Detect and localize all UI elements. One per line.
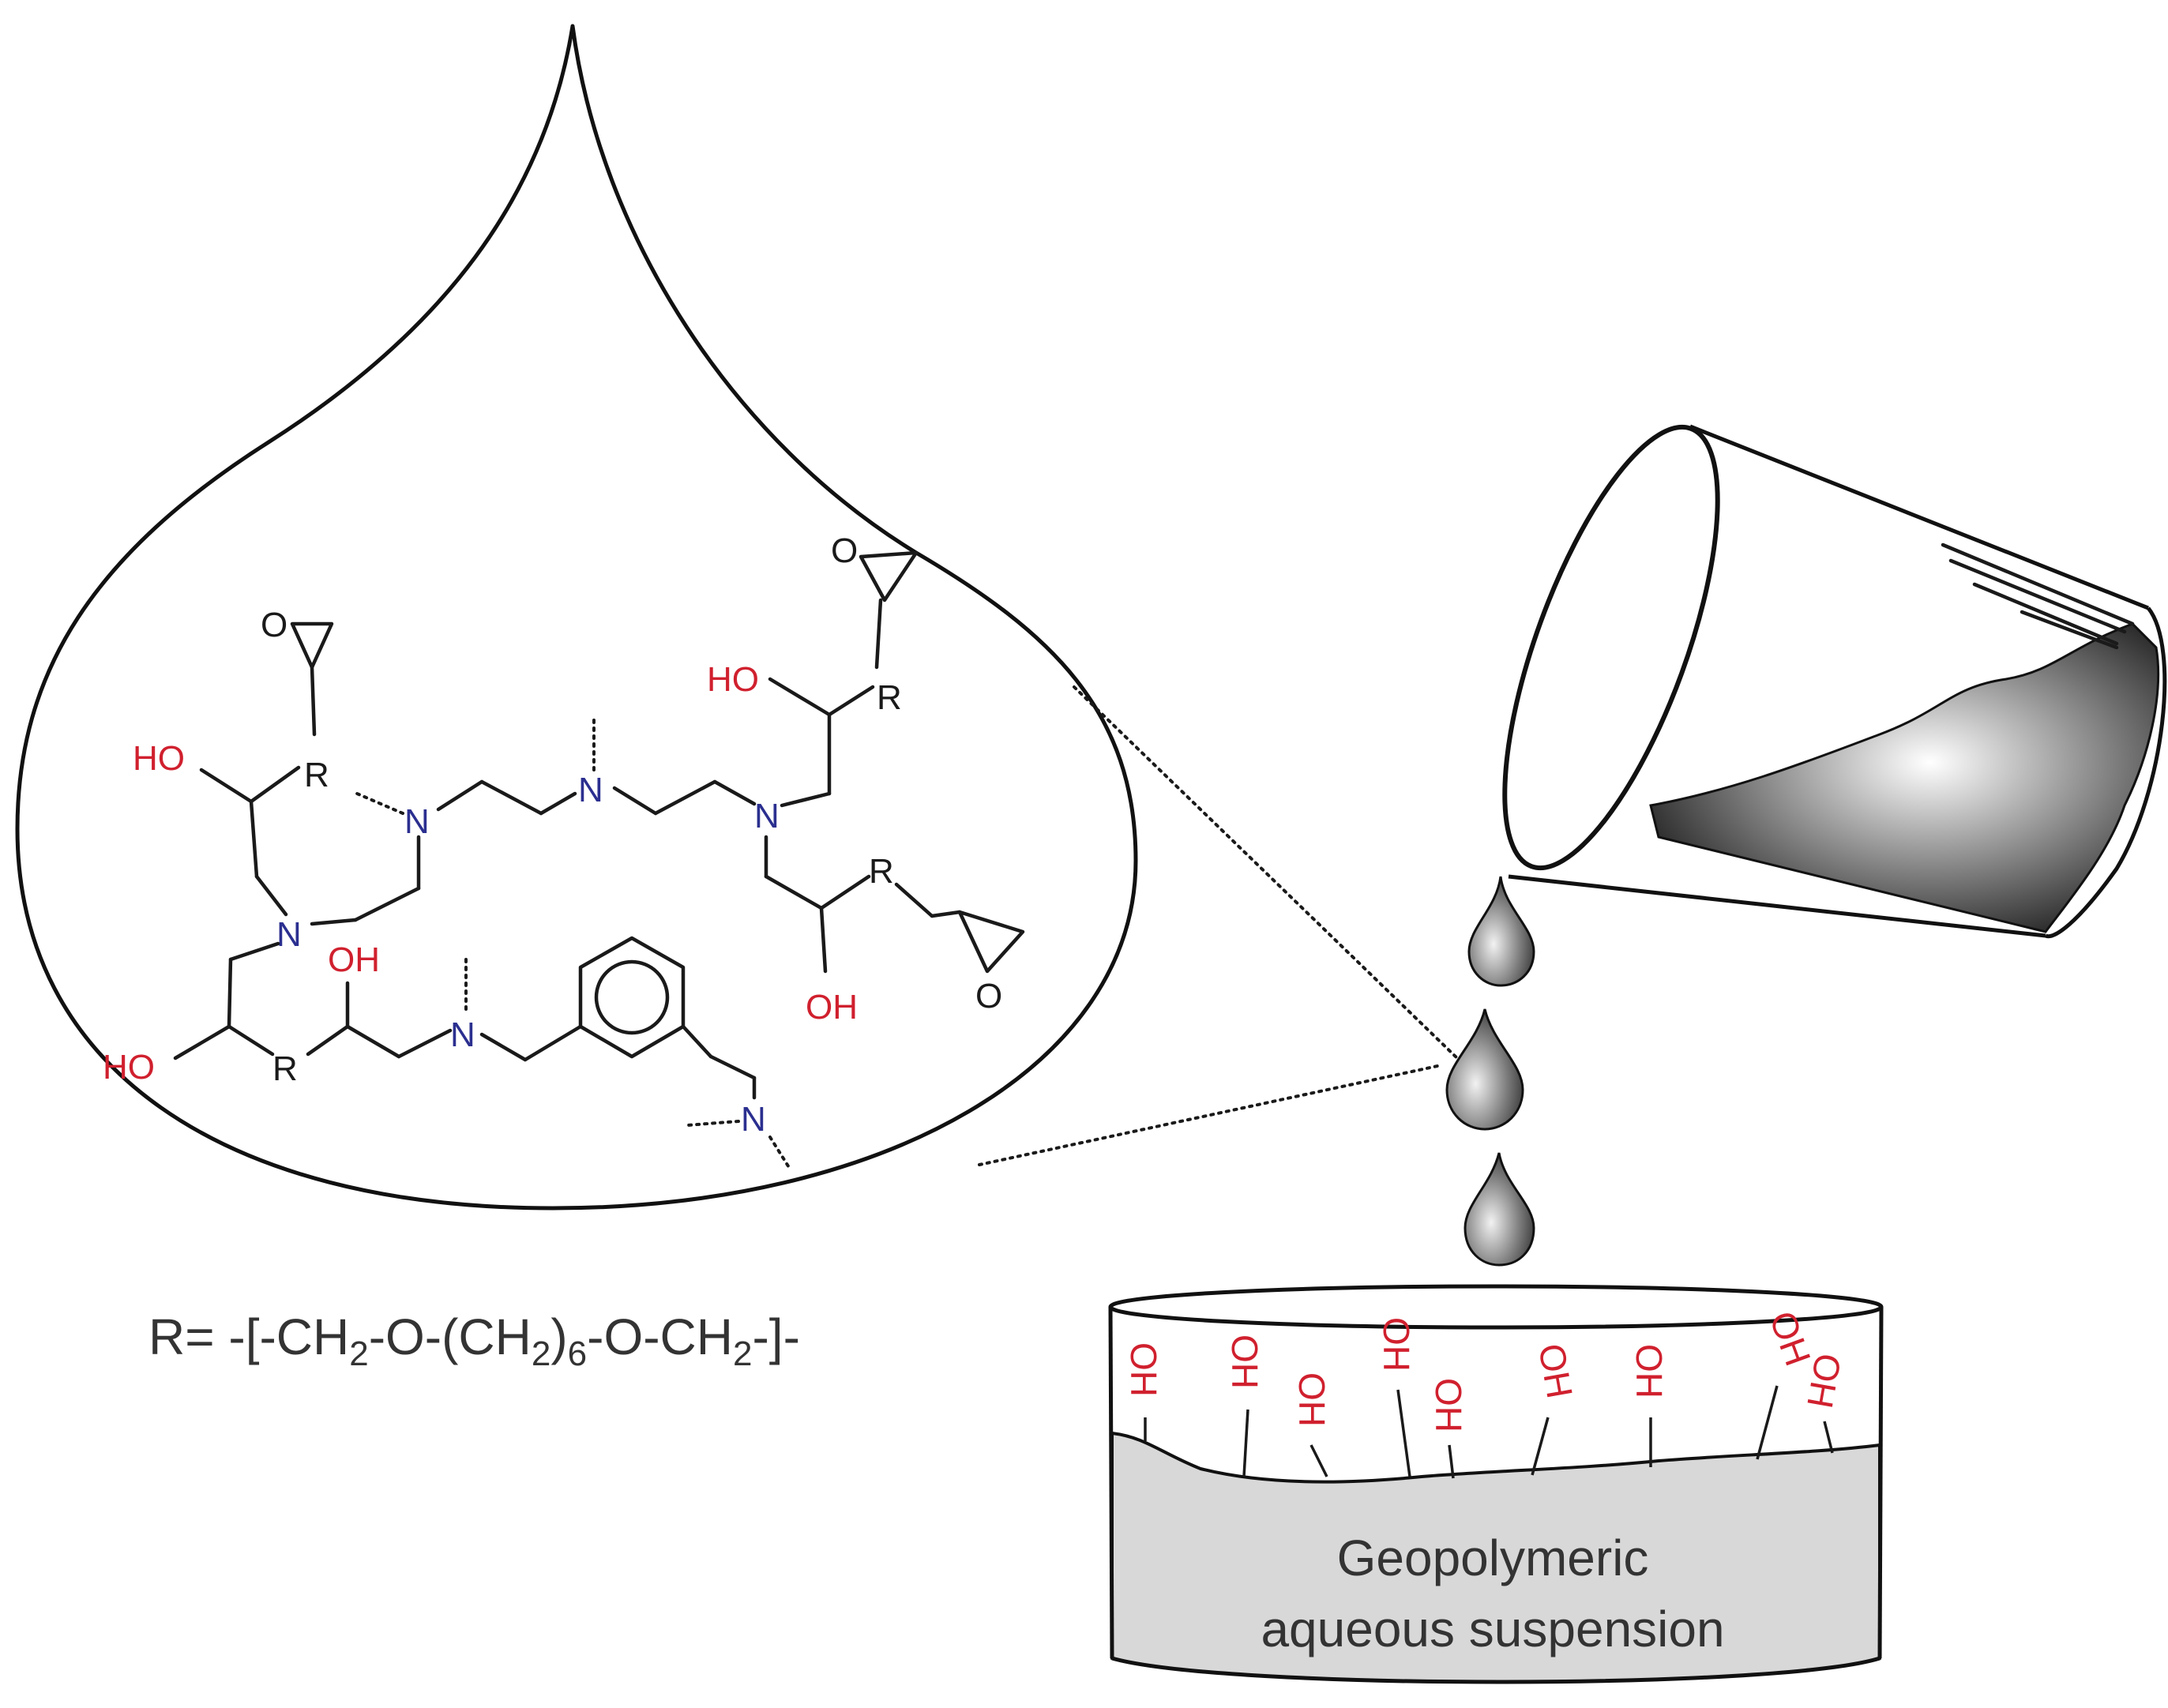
hydroxyl-4: HO	[103, 1048, 155, 1087]
droplet-icon	[1463, 1152, 1535, 1267]
container-label-line1: Geopolymeric	[1337, 1530, 1649, 1586]
r-group-3: R	[869, 852, 894, 891]
r-group-definition: R= -[-CH2-O-(CH2)6-O-CH2-]-	[148, 1308, 800, 1373]
surface-hydroxyl: OH	[1799, 1350, 1849, 1411]
r-group-1: R	[304, 756, 329, 794]
hydroxyl-1: HO	[133, 739, 185, 778]
nitrogen-5: N	[450, 1015, 475, 1054]
nitrogen-1: N	[276, 915, 302, 954]
epoxide-ring-left	[290, 621, 334, 670]
r-group-4: R	[272, 1049, 298, 1088]
surface-hydroxyl: OH	[1291, 1372, 1332, 1427]
crosslinked-epoxy-amine-structure: O R HO N N N N HO R O OH	[103, 531, 1025, 1170]
beaker-icon	[1502, 424, 2167, 939]
container-icon: OH OH OH OH OH OH OH OH OH Geopolymeric …	[1108, 1284, 1884, 1684]
large-droplet-outline	[15, 24, 1138, 1211]
droplet-icon	[1445, 1008, 1524, 1131]
epoxide-oxygen-left: O	[261, 606, 287, 644]
hydroxyl-3: OH	[806, 988, 858, 1027]
hydroxyl-5: OH	[328, 940, 380, 979]
epoxide-ring-top-right	[859, 550, 919, 602]
zoom-line-upper	[1073, 685, 1459, 1060]
nitrogen-2: N	[404, 802, 430, 841]
surface-hydroxyl: OH	[1629, 1344, 1670, 1398]
nitrogen-4: N	[754, 797, 780, 835]
container-label-line2: aqueous suspension	[1261, 1601, 1724, 1657]
surface-hydroxyl-groups: OH OH OH OH OH OH OH OH OH	[1123, 1306, 1849, 1479]
zoom-line-lower	[978, 1064, 1439, 1166]
droplet-icon	[1467, 876, 1535, 987]
hydroxyl-2: HO	[707, 660, 759, 699]
nitrogen-6: N	[741, 1100, 766, 1139]
surface-hydroxyl: OH	[1224, 1334, 1265, 1389]
surface-hydroxyl: OH	[1376, 1317, 1417, 1372]
r-group-2: R	[877, 678, 902, 717]
surface-hydroxyl: OH	[1123, 1342, 1164, 1397]
epoxide-oxygen-right: O	[975, 977, 1002, 1015]
surface-hydroxyl: OH	[1531, 1341, 1580, 1402]
benzene-ring	[578, 936, 686, 1059]
nitrogen-3: N	[578, 771, 603, 809]
benzene-aromatic-circle	[594, 959, 670, 1035]
beaker-liquid	[1649, 622, 2160, 933]
epoxide-ring-right	[957, 910, 1025, 974]
surface-hydroxyl: OH	[1428, 1378, 1469, 1432]
epoxide-oxygen-top-right: O	[831, 531, 858, 570]
